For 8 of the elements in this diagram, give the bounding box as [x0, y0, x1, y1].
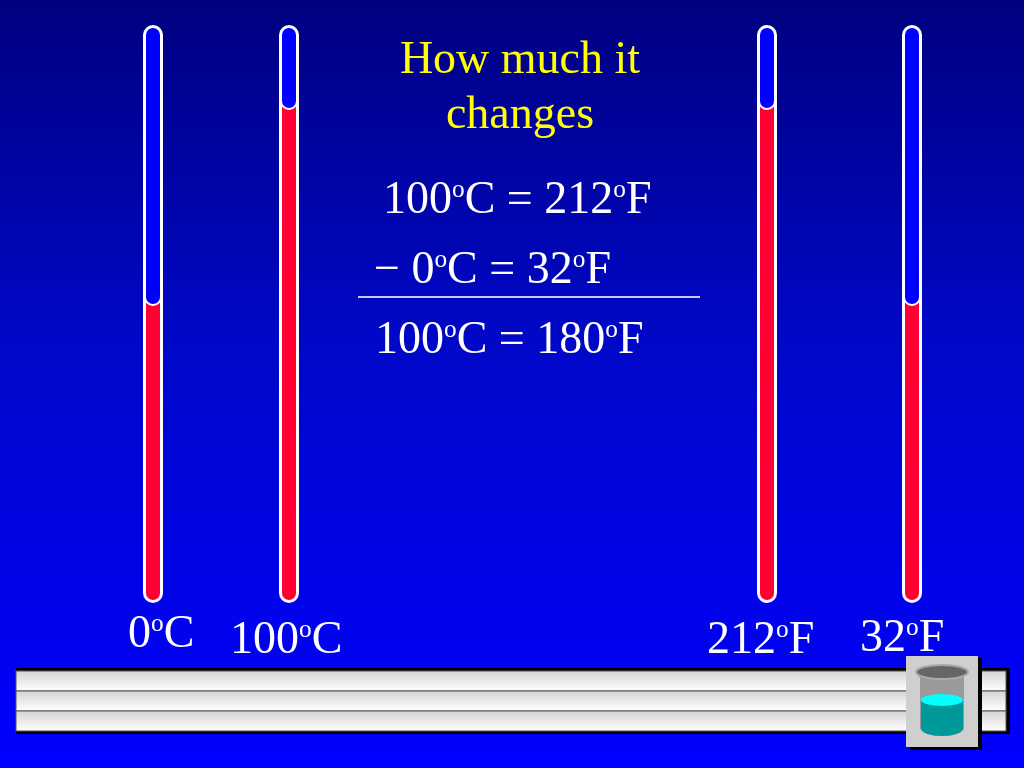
slide-title: How much it changes [398, 31, 642, 140]
temperature-label: 32$^{o}$F [860, 613, 945, 659]
temperature-label: 100$^{o}$C [230, 615, 343, 661]
temperature-label: 0$^{o}$C [128, 609, 195, 655]
equation-text: − 0$^{o}$C = 32$^{o}$F [374, 245, 611, 291]
temperature-label: 212$^{o}$F [707, 615, 815, 661]
equation-text: 100$^{o}$C = 180$^{o}$F [375, 315, 644, 361]
equation-text: 100$^{o}$C = 212$^{o}$F [383, 175, 652, 221]
